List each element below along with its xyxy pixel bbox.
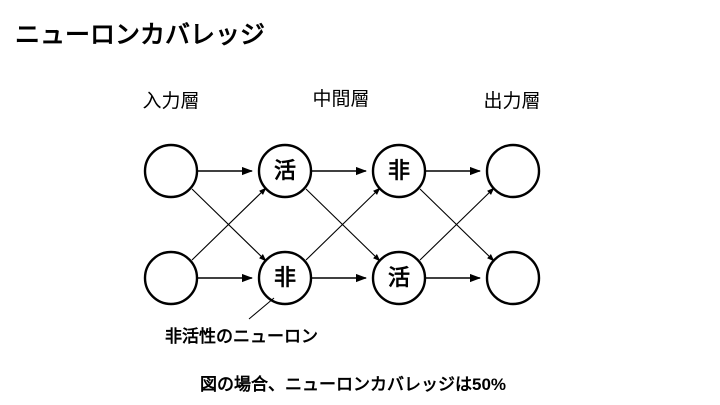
edge-c3r1-c4r2 [419,188,495,262]
layer-label-output: 出力層 [483,91,541,112]
node-hidden2-1[interactable] [371,143,427,199]
edge-c1r2-c2r1 [191,187,267,261]
layer-label-input: 入力層 [142,91,200,112]
node-output-2[interactable] [485,250,541,306]
network-edges [191,166,495,283]
coverage-caption: 図の場合、ニューロンカバレッジは50% [200,375,507,394]
edge-c3r2-c4r1 [419,187,495,261]
node-output-1[interactable] [485,143,541,199]
node-hidden1-1[interactable] [257,143,313,199]
callout-leader-line [248,297,275,320]
callout-inactive-neuron: 非活性のニューロン [165,327,318,346]
edge-c1r1-c2r2 [191,188,267,262]
network-nodes [143,143,541,306]
node-hidden1-2[interactable] [257,250,313,306]
node-input-2[interactable] [143,250,199,306]
edge-c2r2-c3r1 [305,187,381,261]
node-hidden2-2[interactable] [371,250,427,306]
layer-label-hidden: 中間層 [312,89,370,110]
page-title: ニューロンカバレッジ [15,21,266,49]
leader-line [248,297,275,320]
edge-c2r1-c3r2 [305,188,381,262]
node-input-1[interactable] [143,143,199,199]
